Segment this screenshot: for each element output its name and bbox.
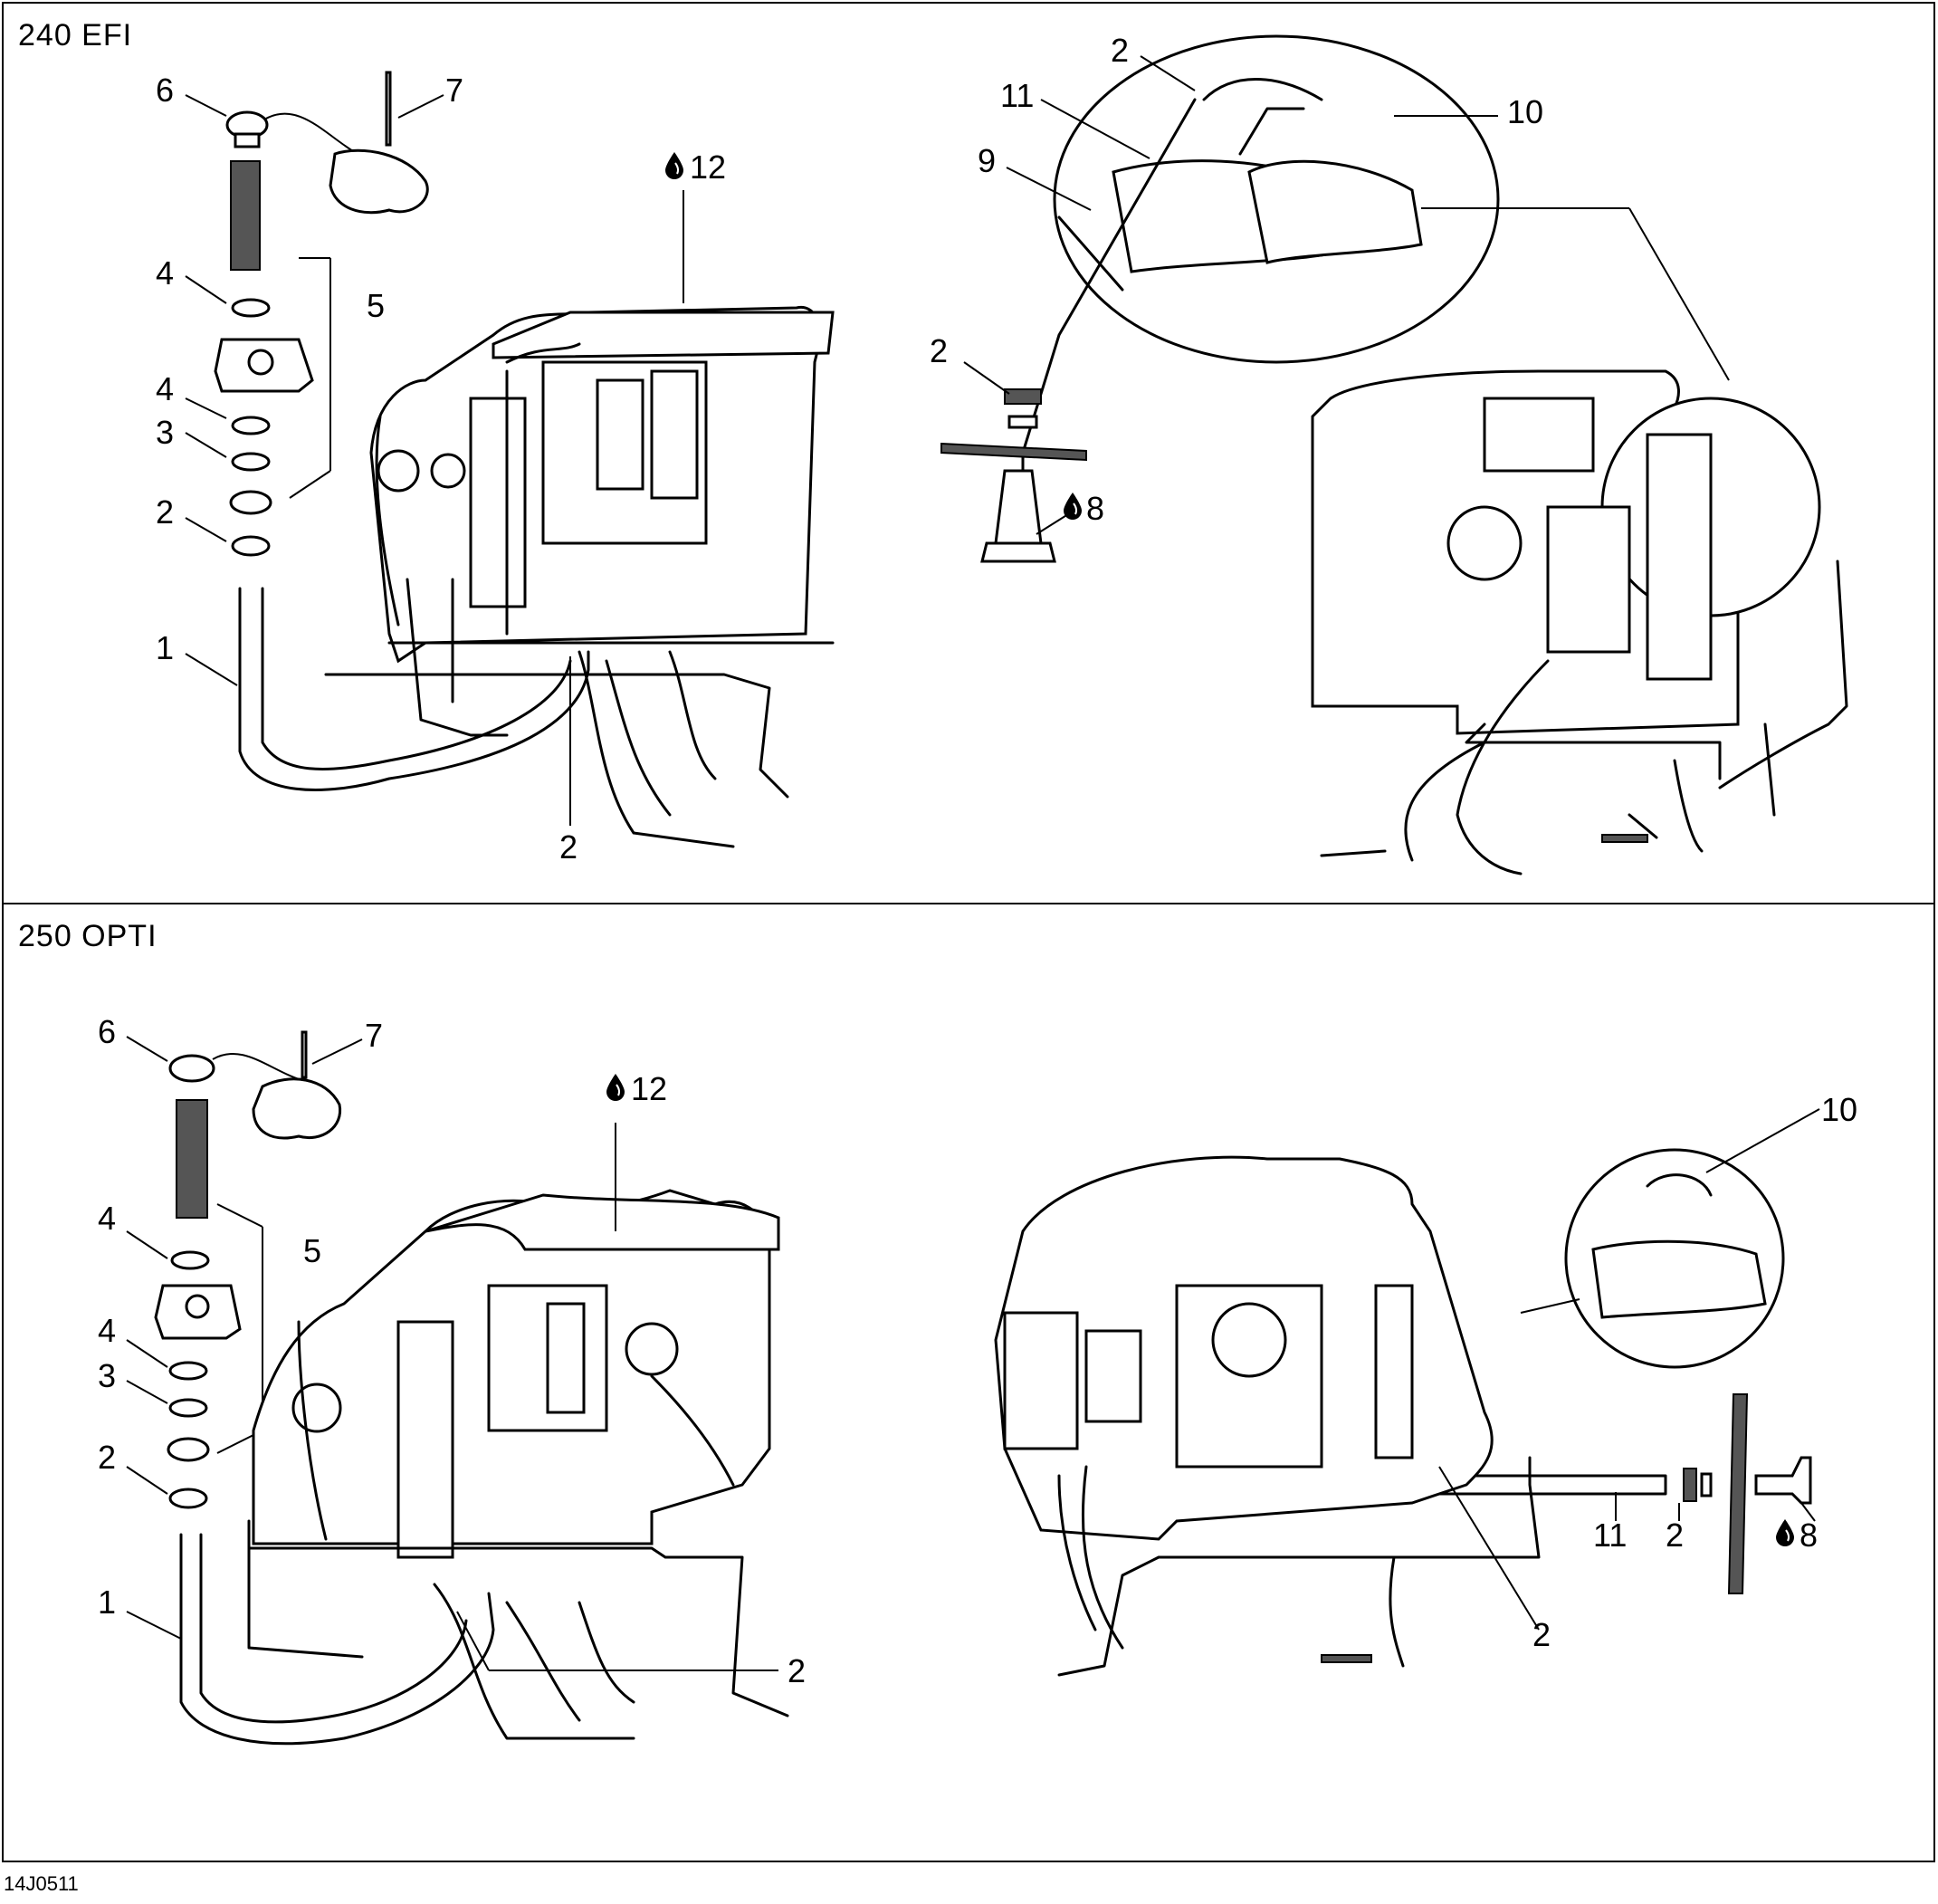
oil-drop-icon <box>1776 1517 1794 1548</box>
engine-250-opti-right-view <box>994 1155 1541 1677</box>
callout-label: 2 <box>98 1439 116 1476</box>
fill-cap-assembly-bottom <box>154 1030 495 1746</box>
engine-250-opti-left-view <box>247 1189 789 1740</box>
oil-drop-icon <box>665 150 683 181</box>
callout-label: 1 <box>156 629 174 666</box>
leader-lines <box>126 55 1820 1671</box>
callout-label: 9 <box>978 142 996 179</box>
callout-label: 5 <box>303 1232 321 1269</box>
callout-label: 3 <box>156 414 174 451</box>
callout-label: 8 <box>1800 1517 1818 1554</box>
callout-label: 7 <box>365 1017 383 1054</box>
figure-code: 14J0511 <box>4 1872 79 1895</box>
callout-label: 7 <box>445 72 463 109</box>
callout-label: 2 <box>1532 1616 1551 1653</box>
callout-label: 2 <box>1111 32 1129 69</box>
engine-240-efi-right-view <box>1311 369 1848 875</box>
callout-label: 11 <box>1593 1517 1627 1554</box>
callout-label: 2 <box>1666 1517 1684 1554</box>
callout-label: 4 <box>156 370 174 407</box>
callout-label: 8 <box>1086 490 1104 527</box>
oil-drop-icon <box>1064 491 1082 521</box>
callout-label: 4 <box>98 1312 116 1349</box>
callouts-top-left: 6 7 4 5 4 3 2 1 2 12 <box>156 72 726 866</box>
callout-label: 2 <box>788 1652 806 1689</box>
callout-label: 6 <box>98 1013 116 1050</box>
callout-label: 11 <box>1000 77 1034 114</box>
callouts-bottom-right: 10 11 2 8 2 <box>1532 1091 1857 1653</box>
panel-title-250-opti: 250 OPTI <box>18 919 158 953</box>
callout-label: 2 <box>156 493 174 531</box>
callouts-bottom-left: 6 7 4 5 4 3 2 1 2 12 <box>98 1013 806 1689</box>
fill-cap-assembly-top <box>214 71 590 791</box>
callout-label: 10 <box>1507 93 1543 130</box>
callout-label: 4 <box>156 254 174 292</box>
callout-label: 12 <box>631 1070 667 1107</box>
callout-label: 12 <box>690 148 726 186</box>
callout-label: 4 <box>98 1200 116 1237</box>
callouts-top-right: 2 11 10 9 2 8 <box>930 32 1543 527</box>
engine-240-efi-left-view <box>324 305 835 848</box>
hose-zoom-detail-top <box>940 34 1730 563</box>
oil-drop-icon <box>606 1072 625 1103</box>
callout-label: 2 <box>930 332 948 369</box>
panel-title-240-efi: 240 EFI <box>18 18 133 53</box>
callout-label: 2 <box>559 828 578 866</box>
callout-label: 5 <box>367 287 385 324</box>
callout-label: 3 <box>98 1357 116 1394</box>
callout-label: 6 <box>156 72 174 109</box>
callout-label: 1 <box>98 1583 116 1621</box>
callout-label: 10 <box>1821 1091 1857 1128</box>
